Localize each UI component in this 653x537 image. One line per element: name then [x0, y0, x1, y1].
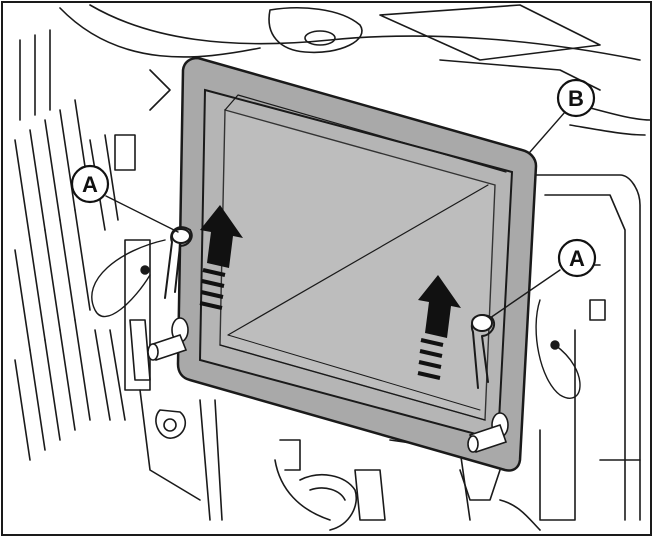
panel-diagonal: [227, 184, 489, 336]
callout-right-a: A: [557, 238, 597, 278]
hair-pin-clips: [164, 226, 496, 389]
left-tether: [91, 239, 166, 318]
leader-right-a: [489, 269, 561, 319]
right-peg: [467, 412, 509, 454]
up-arrow-icon: [417, 275, 461, 380]
right-up-arrow: [418, 275, 461, 338]
right-tether: [535, 299, 581, 399]
left-up-arrow: [200, 205, 243, 268]
callout-label: A: [82, 172, 98, 197]
callout-label: A: [569, 246, 585, 271]
left-peg: [147, 317, 189, 361]
callout-leaders: [105, 111, 566, 319]
callout-b: B: [556, 78, 596, 118]
callout-label: B: [568, 86, 584, 111]
leader-b: [529, 111, 566, 153]
tether-cables: [91, 239, 581, 399]
up-arrow-icon: [199, 205, 243, 310]
callout-left-a: A: [70, 164, 110, 204]
right-hair-pin-clip: [470, 314, 496, 389]
machine-background: [14, 4, 651, 531]
mounting-pegs: [147, 317, 509, 454]
leader-left-a: [105, 195, 179, 233]
